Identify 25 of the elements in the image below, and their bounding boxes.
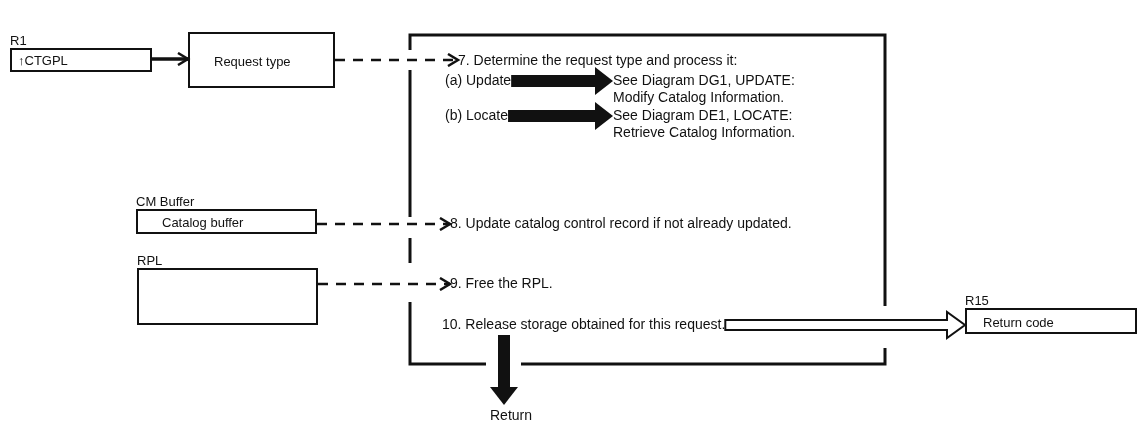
register-label: RPL	[137, 253, 164, 268]
cross-reference: See Diagram DE1, LOCATE: Retrieve Catalog Information.	[613, 107, 828, 141]
hollow-arrow	[724, 310, 967, 340]
block-arrow	[508, 102, 613, 130]
block-arrow	[511, 67, 613, 95]
process-step: 8. Update catalog control record if not already updated.	[450, 215, 805, 232]
data-box: ↑CTGPL	[10, 48, 152, 72]
data-box: Request type	[188, 32, 335, 88]
dashed-arrow	[317, 216, 452, 232]
arrow	[152, 51, 190, 67]
data-box: Catalog buffer	[136, 209, 317, 234]
block-arrow	[490, 335, 518, 405]
process-step: 7. Determine the request type and process it:	[458, 52, 883, 69]
return-label: Return	[490, 407, 533, 424]
dashed-arrow	[318, 276, 452, 292]
option-label: (a) Update	[445, 72, 512, 89]
register-label: CM Buffer	[136, 194, 196, 209]
dashed-arrow	[335, 52, 460, 68]
register-label: R1	[10, 33, 28, 48]
data-box: Return code	[965, 308, 1137, 334]
cross-reference: See Diagram DG1, UPDATE: Modify Catalog Information.	[613, 72, 828, 106]
process-step: 9. Free the RPL.	[450, 275, 875, 292]
register-label: R15	[965, 293, 990, 308]
option-label: (b) Locate	[445, 107, 509, 124]
process-step: 10. Release storage obtained for this request.	[442, 316, 726, 333]
